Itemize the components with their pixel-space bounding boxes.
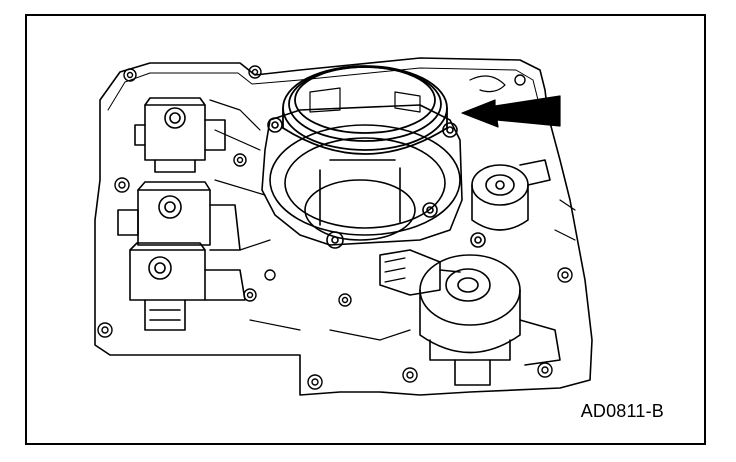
actuator-upper-right — [470, 159, 551, 248]
seal-ring — [282, 65, 448, 155]
figure-id-label: AD0811-B — [580, 401, 664, 421]
fluid-channels — [209, 99, 411, 341]
motor-lower-right — [419, 254, 561, 386]
arrow-pointer-icon — [461, 95, 561, 128]
central-housing — [261, 104, 463, 249]
bolt-holes — [97, 65, 573, 390]
solenoid-middle-left — [117, 181, 241, 251]
electrical-connector — [379, 249, 461, 296]
solenoid-lower-left — [129, 242, 246, 331]
valve-body-plate — [94, 57, 593, 396]
solenoid-upper-left — [134, 97, 226, 173]
